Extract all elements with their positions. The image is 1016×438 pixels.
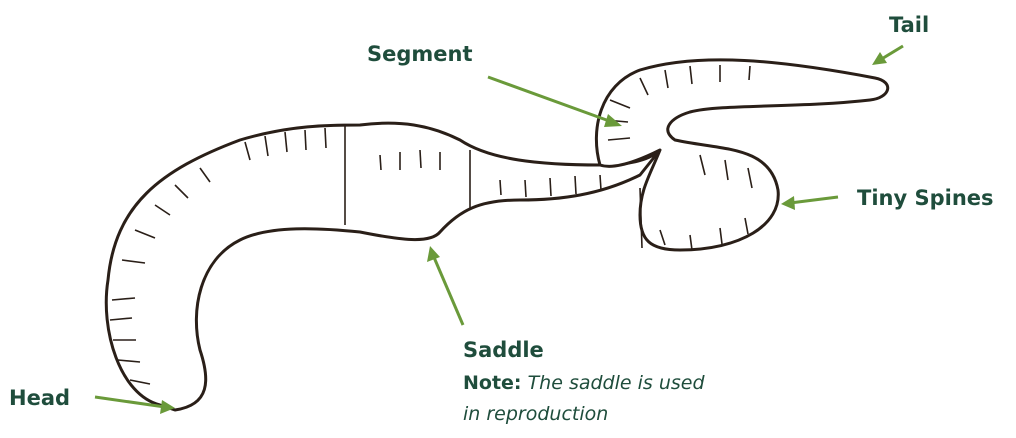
tiny-spines-label: Tiny Spines: [857, 188, 994, 209]
saddle-label: Saddle: [463, 340, 544, 361]
saddle-note-line-1: Note: The saddle is used: [463, 368, 705, 399]
head-label: Head: [9, 388, 70, 409]
worm-body: [106, 123, 660, 410]
arrow-tail: [872, 46, 903, 65]
note-line-1: The saddle is used: [528, 372, 705, 394]
note-prefix: Note:: [463, 372, 522, 394]
arrow-segment: [488, 77, 622, 127]
worm-coil: [596, 60, 887, 250]
arrow-saddle: [427, 246, 463, 325]
saddle-note-line-2: in reproduction: [463, 399, 705, 430]
note-line-2: in reproduction: [463, 403, 608, 425]
saddle-note: Note: The saddle is used in reproduction: [463, 368, 705, 430]
segment-label: Segment: [367, 44, 473, 65]
arrow-tiny-spines: [781, 196, 838, 210]
tail-label: Tail: [889, 15, 929, 36]
